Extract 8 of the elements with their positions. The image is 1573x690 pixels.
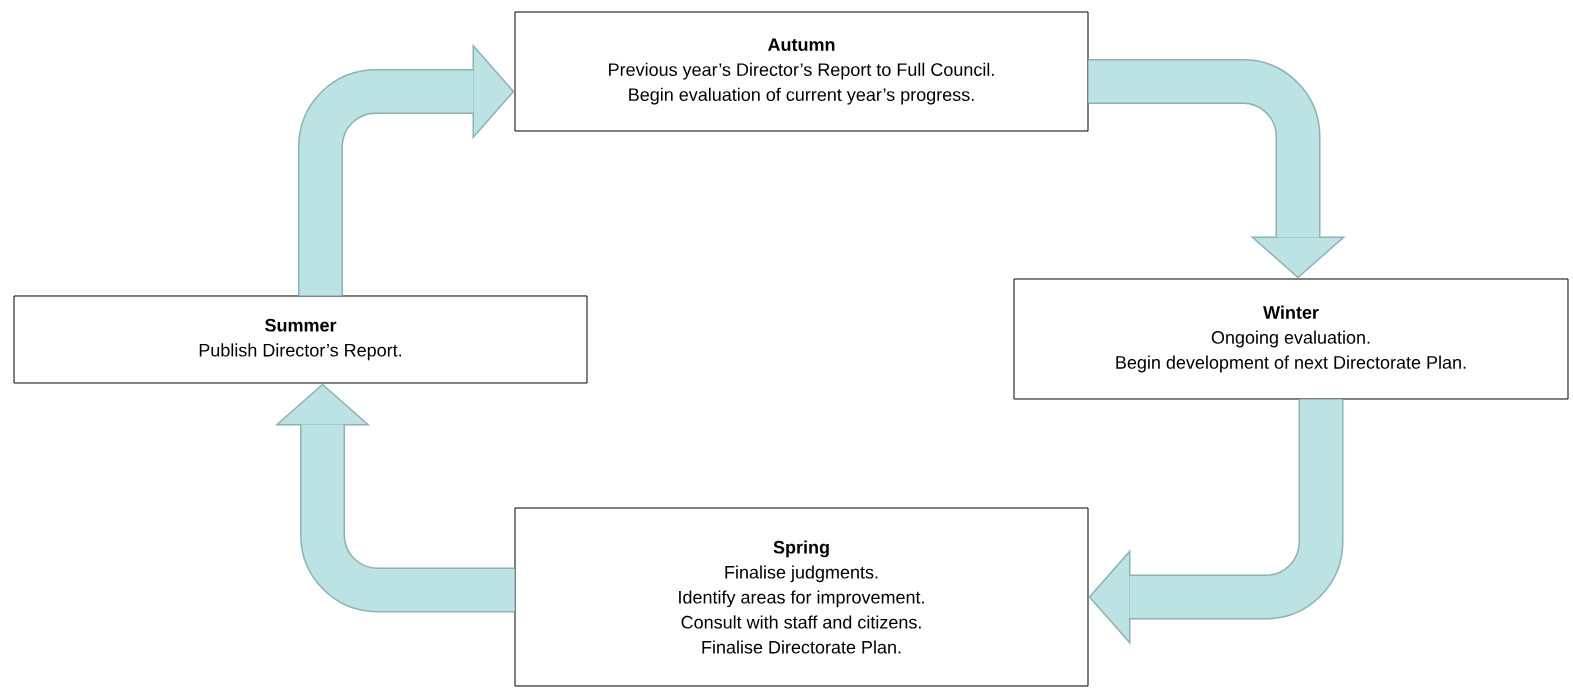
- season-box: Winter Ongoing evaluation. Begin development of next Directorate Plan.: [1013, 278, 1569, 400]
- block-arrow: [1088, 399, 1344, 645]
- block-arrow: [274, 383, 515, 613]
- season-box: Spring Finalise judgments. Identify areas for improvement. Consult with staff and citizens. Finalise Directorate Plan.: [514, 507, 1089, 687]
- season-box: Summer Publish Director’s Report.: [13, 295, 588, 384]
- block-arrow: [1088, 59, 1346, 279]
- season-box: Autumn Previous year’s Director’s Report to Full Council. Begin evaluation of current year’s progress.: [514, 11, 1089, 132]
- block-arrow: [298, 43, 515, 296]
